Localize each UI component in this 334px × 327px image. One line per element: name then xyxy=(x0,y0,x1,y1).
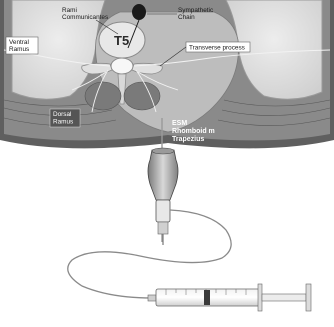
syringe xyxy=(148,284,311,311)
label-dorsal-ramus-2: Ramus xyxy=(53,119,73,126)
left-erector-spinae xyxy=(85,82,121,110)
spinal-canal xyxy=(111,58,133,74)
syringe-tip xyxy=(148,295,156,301)
label-dorsal-ramus-1: Dorsal xyxy=(53,111,71,118)
label-trapezius: Trapezius xyxy=(172,136,204,143)
label-ventral-ramus-2: Ramus xyxy=(9,46,29,53)
extension-tubing xyxy=(68,210,231,298)
label-rami-communicantes-2: Communicantes xyxy=(62,14,108,21)
ultrasound-probe xyxy=(148,150,178,200)
syringe-plunger-seal xyxy=(204,290,210,305)
needle-hub xyxy=(156,200,170,222)
syringe-plunger-rod xyxy=(262,294,306,301)
label-ventral-ramus-1: Ventral xyxy=(9,39,29,46)
label-sympathetic-chain-1: Sympathetic xyxy=(178,7,214,14)
label-rami-communicantes-1: Rami xyxy=(62,7,77,14)
label-esm: ESM xyxy=(172,120,187,127)
syringe-flange xyxy=(258,284,262,311)
label-sympathetic-chain-2: Chain xyxy=(178,14,195,21)
label-transverse-process: Transverse process xyxy=(189,45,245,52)
label-rhomboid: Rhomboid m xyxy=(172,128,215,135)
syringe-plunger-thumb xyxy=(306,284,311,311)
sympathetic-chain-ganglion xyxy=(132,4,146,20)
label-vertebra: T5 xyxy=(114,33,129,48)
probe-face xyxy=(152,148,174,154)
